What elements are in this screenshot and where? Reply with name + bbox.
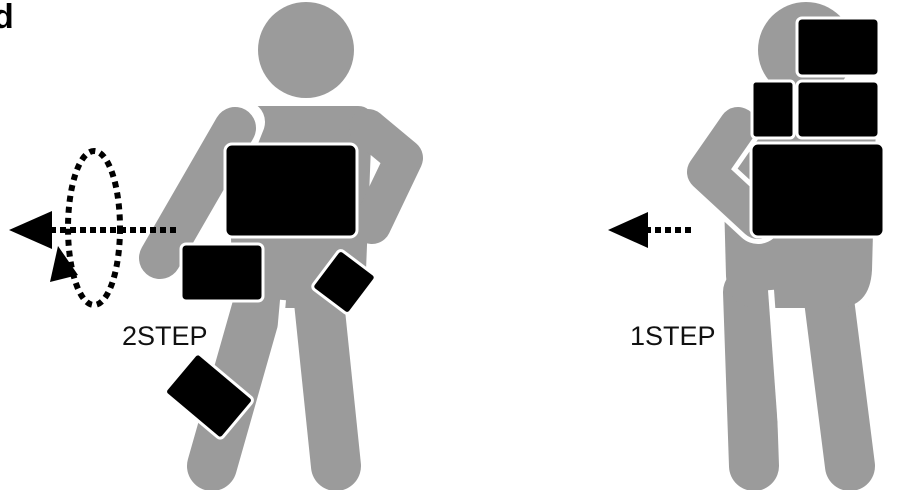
- right-figure-left-leg: [748, 292, 754, 466]
- right-box-top: [797, 18, 879, 76]
- left-figure-right-arm: [368, 128, 404, 225]
- right-box-middle-small: [752, 81, 794, 138]
- panel-letter: d: [0, 0, 14, 36]
- left-box-large: [225, 144, 357, 237]
- left-arrow-head: [9, 211, 52, 249]
- right-figure-right-leg: [828, 292, 850, 466]
- left-figure-head: [258, 2, 354, 98]
- left-step-label: 2STEP: [122, 321, 208, 351]
- right-box-bottom: [751, 143, 884, 237]
- left-motion-indicator: [9, 151, 180, 305]
- right-arrow-head: [608, 212, 648, 248]
- left-figure-right-leg: [318, 292, 336, 466]
- left-box-medium: [181, 244, 263, 301]
- right-box-middle-wide: [797, 81, 879, 138]
- right-step-label: 1STEP: [630, 321, 716, 351]
- right-motion-indicator: [608, 212, 693, 248]
